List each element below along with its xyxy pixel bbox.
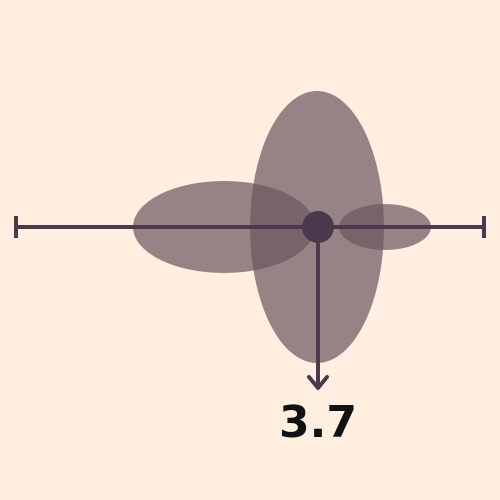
value-readout: 3.7	[279, 397, 357, 448]
arrow-down-icon	[307, 375, 329, 390]
center-dot-icon	[302, 211, 334, 243]
